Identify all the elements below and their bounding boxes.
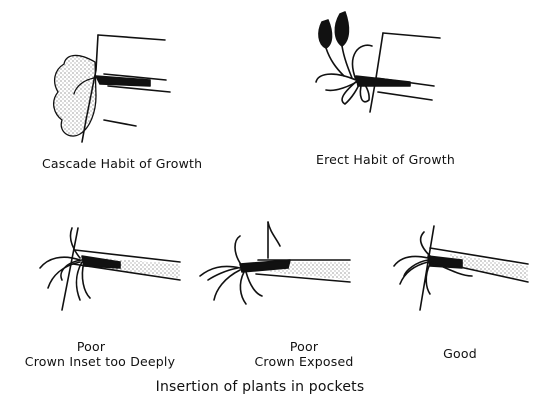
- good-label: Good: [420, 346, 500, 361]
- poor-exposed-drawing: [200, 222, 350, 304]
- cascade-drawing: [54, 35, 170, 142]
- figure-title: Insertion of plants in pockets: [110, 380, 410, 395]
- poor-deep-label-line2: Crown Inset too Deeply: [0, 354, 200, 369]
- poor-deep-label-line1: Poor: [0, 339, 182, 354]
- erect-drawing: [316, 12, 440, 112]
- good-drawing: [394, 226, 528, 310]
- poor-exposed-label-line1: Poor: [244, 339, 364, 354]
- cascade-label: Cascade Habit of Growth: [42, 156, 202, 171]
- erect-label: Erect Habit of Growth: [316, 152, 455, 167]
- poor-exposed-label-line2: Crown Exposed: [244, 354, 364, 369]
- poor-deep-drawing: [40, 228, 180, 310]
